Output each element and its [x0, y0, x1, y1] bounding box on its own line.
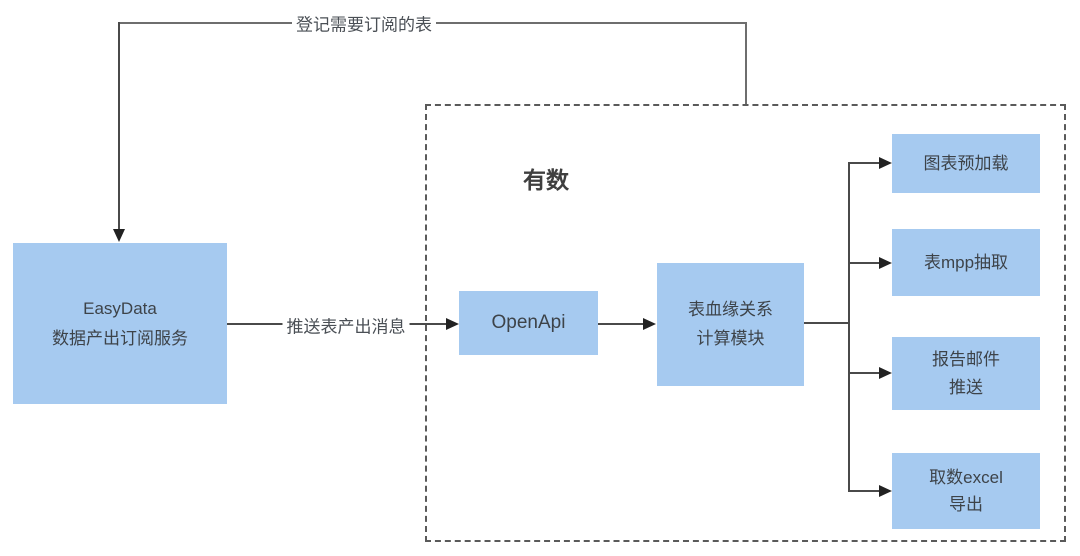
node-report-mail-line2: 推送	[949, 377, 983, 397]
branch-line-2	[848, 262, 880, 264]
node-report-mail: 报告邮件 推送	[892, 337, 1040, 410]
youshu-container	[425, 104, 1066, 542]
arrowhead-right-icon	[446, 318, 459, 330]
branch-line-3	[848, 372, 880, 374]
node-easydata-line1: EasyData	[83, 298, 157, 318]
feedback-edge-label: 登记需要订阅的表	[292, 10, 436, 36]
node-mpp-extract: 表mpp抽取	[892, 229, 1040, 296]
arrowhead-right-icon	[643, 318, 656, 330]
push-edge-label: 推送表产出消息	[282, 312, 410, 338]
node-openapi-label: OpenApi	[491, 312, 566, 334]
arrowhead-right-icon	[879, 485, 892, 497]
lineage-branch-line	[804, 322, 850, 324]
node-easydata-line2: 数据产出订阅服务	[52, 328, 188, 348]
feedback-line-right-vertical	[745, 22, 747, 104]
node-lineage-line2: 计算模块	[696, 328, 765, 348]
arrowhead-right-icon	[879, 367, 892, 379]
node-excel-export-line2: 导出	[949, 495, 983, 514]
arrowhead-right-icon	[879, 157, 892, 169]
openapi-lineage-line	[598, 323, 644, 325]
node-mpp-extract-label: 表mpp抽取	[923, 252, 1009, 272]
node-report-mail-line1: 报告邮件	[932, 350, 1000, 370]
arrowhead-right-icon	[879, 257, 892, 269]
arrowhead-down-icon	[113, 229, 125, 242]
feedback-line-left-vertical	[118, 22, 120, 233]
youshu-container-title: 有数	[523, 167, 569, 193]
node-chart-preload-label: 图表预加载	[923, 153, 1009, 173]
node-lineage-module: 表血缘关系 计算模块	[657, 263, 804, 386]
branch-line-4	[848, 490, 880, 492]
node-chart-preload: 图表预加载	[892, 134, 1040, 193]
node-easydata: EasyData 数据产出订阅服务	[13, 243, 227, 404]
node-excel-export-line1: 取数excel	[929, 467, 1003, 487]
node-lineage-line1: 表血缘关系	[688, 299, 773, 319]
branch-line-1	[848, 162, 880, 164]
node-openapi: OpenApi	[459, 291, 598, 355]
branch-trunk-line	[848, 162, 850, 492]
node-excel-export: 取数excel 导出	[892, 453, 1040, 529]
